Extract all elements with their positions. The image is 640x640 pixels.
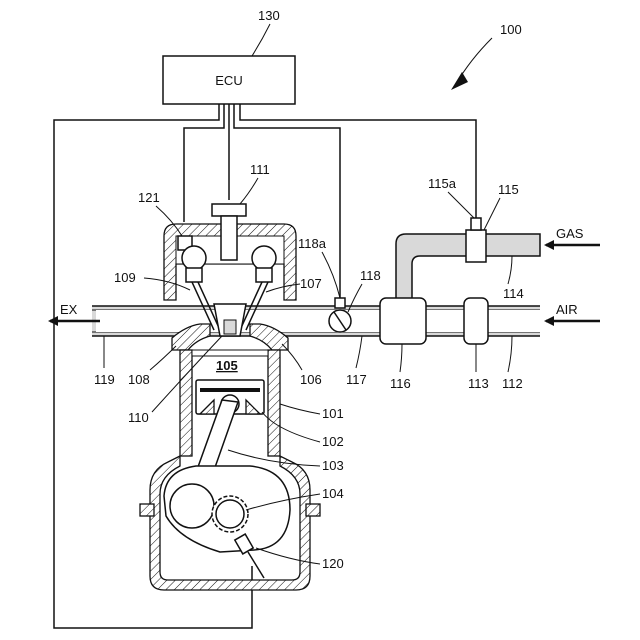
gas-pipe-assembly: 115a 115 114 GAS [396, 176, 600, 301]
wire-ecu-gas-valve [240, 104, 476, 222]
intake-lifter [256, 268, 272, 282]
label-112: 112 [502, 376, 523, 391]
system-ref-arrow-icon [451, 72, 468, 90]
main-pipe: AIR EX [50, 302, 600, 336]
leader-118a [322, 252, 340, 298]
label-111: 111 [250, 162, 270, 177]
cylinder-top [192, 350, 268, 356]
label-105: 105 [216, 358, 238, 373]
label-120: 120 [322, 556, 344, 571]
leader-117 [356, 336, 362, 368]
cylinder-wall-right [268, 350, 280, 456]
ecu-ref-label: 130 [258, 8, 280, 23]
label-114: 114 [503, 286, 524, 301]
mixer: 116 [380, 298, 426, 391]
leader-115 [484, 198, 500, 230]
crankcase-flange-right [306, 504, 320, 516]
leader-108 [150, 346, 176, 370]
leader-116 [400, 344, 402, 372]
exhaust-lifter [186, 268, 202, 282]
crankcase: 103 104 120 [140, 400, 344, 590]
crank-gear-hub [216, 500, 244, 528]
label-116: 116 [390, 376, 411, 391]
label-121: 121 [138, 190, 160, 205]
crankcase-flange-left [140, 504, 154, 516]
leader-111 [240, 178, 258, 204]
leader-101 [280, 404, 320, 414]
air-filter-body [464, 298, 488, 344]
label-107: 107 [300, 276, 322, 291]
system-reference: 100 [451, 22, 522, 90]
ecu-ref-leader [252, 24, 270, 56]
injector-head [212, 204, 246, 216]
exhaust-cam [182, 246, 206, 270]
air-flow-label: AIR [556, 302, 578, 317]
mixer-body [380, 298, 426, 344]
label-108: 108 [128, 372, 150, 387]
ecu-label: ECU [215, 73, 242, 88]
system-ref-label: 100 [500, 22, 522, 37]
exhaust-flow-label: EX [60, 302, 78, 317]
label-117: 117 [346, 372, 367, 387]
cylinder-block: 105 110 101 102 [128, 336, 344, 456]
label-101: 101 [322, 406, 344, 421]
label-106: 106 [300, 372, 322, 387]
leader-115a [448, 192, 474, 218]
prechamber-tip [224, 320, 236, 334]
label-104: 104 [322, 486, 344, 501]
label-109: 109 [114, 270, 136, 285]
cylinder-wall-left [180, 350, 192, 456]
label-110: 110 [128, 410, 149, 425]
label-119: 119 [94, 372, 115, 387]
injector-body [221, 216, 237, 260]
crank-sensor-lead [248, 552, 264, 578]
gas-valve [466, 230, 486, 262]
label-118a: 118a [298, 236, 327, 251]
piston-ring [200, 388, 260, 392]
label-113: 113 [468, 376, 489, 391]
leader-112 [508, 336, 512, 372]
ecu-unit: ECU 130 [163, 8, 295, 104]
gas-flow-label: GAS [556, 226, 584, 241]
crank-journal [170, 484, 214, 528]
label-103: 103 [322, 458, 344, 473]
ecu-wiring [54, 104, 476, 628]
label-115a: 115a [428, 176, 457, 191]
label-115: 115 [498, 182, 519, 197]
intake-cam [252, 246, 276, 270]
label-118: 118 [360, 268, 381, 283]
throttle-sensor [335, 298, 345, 308]
leader-114 [508, 256, 512, 284]
gas-valve-sensor [471, 218, 481, 230]
label-102: 102 [322, 434, 344, 449]
